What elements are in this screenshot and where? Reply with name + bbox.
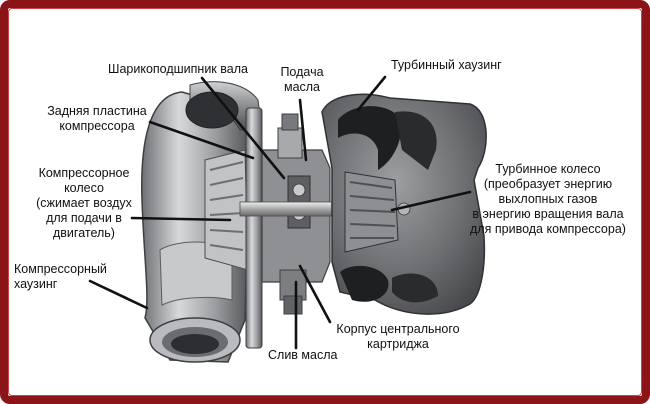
label-compressor-wheel-line4: для подачи в [46, 211, 122, 225]
label-turbine-wheel: Турбинное колесо (преобразует энергию вы… [462, 162, 634, 237]
pointer-turbine-wheel [390, 190, 472, 212]
pointer-back-plate [148, 120, 255, 160]
label-compressor-housing-line2: хаузинг [14, 277, 58, 291]
label-compressor-wheel-line5: двигатель) [53, 226, 115, 240]
label-turbine-housing: Турбинный хаузинг [391, 58, 502, 72]
label-turbine-wheel-line2: (преобразует энергию [483, 177, 613, 191]
label-turbine-wheel-line3: выхлопных газов [498, 192, 598, 206]
label-compressor-wheel-line1: Компрессорное [38, 166, 130, 180]
label-oil-feed: Подача масла [279, 65, 325, 95]
pointer-compressor-wheel [130, 216, 232, 222]
back-plate-shape [245, 107, 263, 349]
label-turbine-wheel-line1: Турбинное колесо [495, 162, 601, 176]
label-compressor-housing: Компрессорный хаузинг [14, 262, 107, 292]
pointer-compressor-housing [88, 279, 149, 310]
label-center-cartridge-line1: Корпус центрального [336, 322, 460, 336]
label-compressor-wheel-line2: колесо [64, 181, 104, 195]
pointer-lines [88, 75, 472, 350]
label-oil-feed-line2: масла [283, 80, 321, 94]
pointer-turbine-housing [356, 75, 387, 112]
label-back-plate-line2: компрессора [59, 119, 135, 133]
pointer-center-cartridge [298, 264, 332, 324]
label-compressor-wheel: Компрессорное колесо (сжимает воздух для… [28, 166, 140, 241]
label-center-cartridge: Корпус центрального картриджа [326, 322, 470, 352]
label-compressor-housing-line1: Компрессорный [14, 262, 107, 276]
label-turbine-wheel-line4: в энергию вращения вала [472, 207, 624, 221]
label-back-plate-line1: Задняя пластина [47, 104, 147, 118]
label-back-plate: Задняя пластина компрессора [41, 104, 153, 134]
label-compressor-wheel-line3: (сжимает воздух [36, 196, 132, 210]
label-oil-drain: Слив масла [268, 348, 338, 362]
label-oil-feed-line1: Подача [280, 65, 324, 79]
pointer-bearing [200, 76, 286, 180]
label-center-cartridge-line2: картриджа [367, 337, 429, 351]
pointer-oil-feed [298, 98, 308, 162]
label-turbine-wheel-line5: для привода компрессора) [470, 222, 626, 236]
label-bearing: Шарикоподшипник вала [108, 62, 248, 76]
